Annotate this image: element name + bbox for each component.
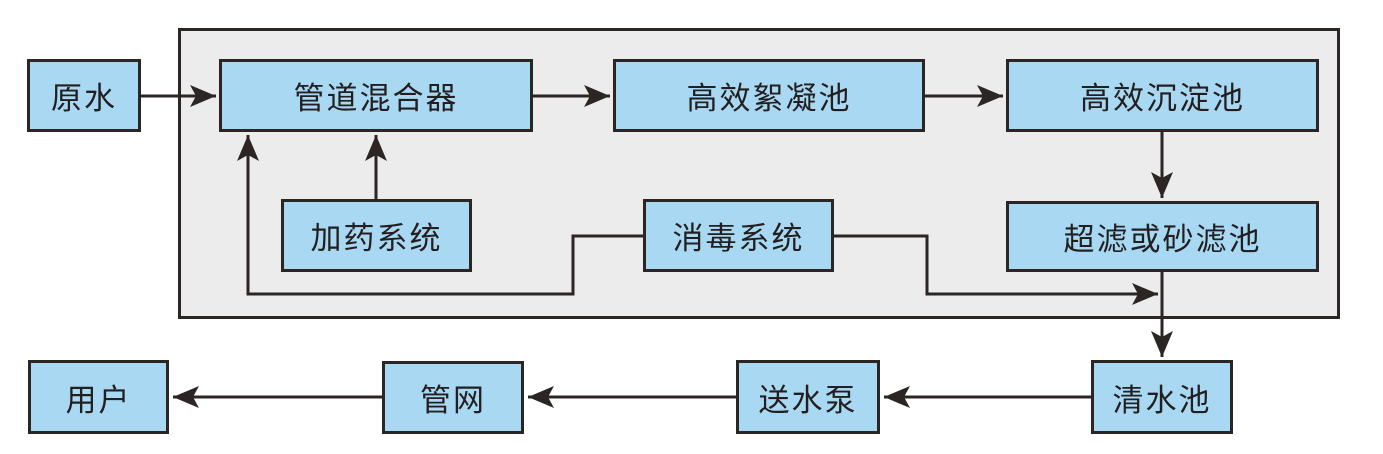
node-pipe-mixer: 管道混合器 <box>219 59 533 132</box>
node-users: 用户 <box>28 360 169 434</box>
edge-disinfection-clearwater <box>834 234 1158 305</box>
node-flocculation-tank: 高效絮凝池 <box>613 59 925 132</box>
node-raw-water: 原水 <box>27 59 141 132</box>
node-filter-tank: 超滤或砂滤池 <box>1006 201 1319 272</box>
node-sedimentation-tank: 高效沉淀池 <box>1006 59 1319 132</box>
edge-disinfection-pipemixer <box>237 135 643 296</box>
node-clear-water-tank: 清水池 <box>1091 360 1233 434</box>
node-water-pump: 送水泵 <box>736 360 880 434</box>
node-dosing-system: 加药系统 <box>281 199 472 272</box>
node-pipe-network: 管网 <box>382 361 524 434</box>
node-disinfection-system: 消毒系统 <box>643 199 834 272</box>
